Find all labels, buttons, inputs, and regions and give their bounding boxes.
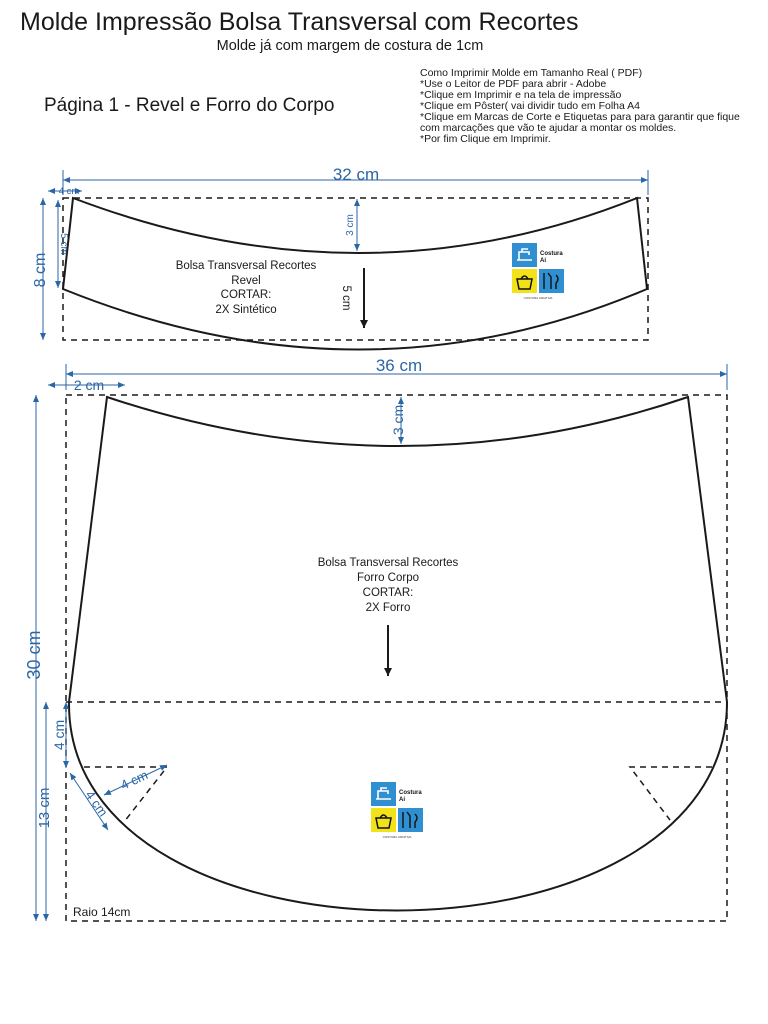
forro-bounding-box [65, 394, 728, 922]
dart-dimension-b [69, 772, 109, 831]
dart-label-a: 4 cm [118, 767, 150, 793]
logo-brand-line2: Aí [540, 258, 546, 264]
logo-brand-line2: Aí [399, 797, 405, 803]
forro-curve-label: 3 cm [390, 405, 406, 435]
forro-radius-label: Raio 14cm [73, 905, 130, 919]
revel-outline [61, 196, 649, 351]
instruction-line: *Por fim Clique em Imprimir. [420, 133, 551, 145]
forro-cut-quantity: 2X Forro [366, 602, 411, 614]
dart-label-b: 4 cm [82, 788, 110, 820]
logo-tagline: COSTURA CRIATIVA [383, 835, 412, 839]
logo-tagline: COSTURA CRIATIVA [524, 296, 553, 300]
forro-piece: 4 cm 4 cm 36 cm 2 cm 30 cm 13 cm 4 cm 3 … [24, 356, 729, 922]
page-title: Molde Impressão Bolsa Transversal com Re… [20, 8, 579, 36]
forro-width-label: 36 cm [376, 356, 422, 375]
revel-height-label: 8 cm [32, 253, 49, 288]
instruction-line: *Clique em Marcas de Corte e Etiquetas p… [420, 111, 740, 134]
forro-right-dart [628, 766, 712, 821]
instruction-line: *Use o Leitor de PDF para abrir - Adobe [420, 78, 607, 90]
revel-piece-name: Bolsa Transversal Recortes [176, 260, 317, 272]
logo-brand-line1: Costura [540, 251, 563, 257]
print-instructions: Como Imprimir Molde em Tamanho Real ( PD… [420, 68, 750, 145]
forro-corner-label: 4 cm [51, 720, 67, 750]
forro-height-label: 30 cm [24, 630, 44, 679]
revel-width-label: 32 cm [333, 165, 379, 184]
revel-inset-label: 4 cm [59, 186, 80, 197]
forro-piece-name: Bolsa Transversal Recortes [318, 557, 459, 569]
instruction-line: Como Imprimir Molde em Tamanho Real ( PD… [420, 67, 643, 79]
revel-piece-type: Revel [231, 275, 260, 287]
instruction-line: *Clique em Imprimir e na tela de impress… [420, 89, 622, 101]
page-subtitle: Molde já com margem de costura de 1cm [216, 38, 484, 54]
revel-curve-label: 3 cm [345, 214, 356, 236]
costura-ai-logo: Costura Aí COSTURA CRIATIVA [511, 242, 565, 300]
revel-cut-label: CORTAR: [221, 289, 272, 301]
forro-outline [67, 395, 729, 912]
page-label: Página 1 - Revel e Forro do Corpo [44, 95, 335, 116]
revel-piece: 32 cm 4 cm 8 cm 5 cm 3 cm 5 cm Bolsa Tra… [32, 165, 649, 351]
revel-grain-label: 5 cm [340, 286, 352, 311]
dart-dimension-a [103, 764, 168, 796]
revel-cut-quantity: 2X Sintético [215, 304, 276, 316]
forro-lower-label: 13 cm [36, 788, 53, 829]
logo-brand-line1: Costura [399, 790, 422, 796]
costura-ai-logo: Costura Aí COSTURA CRIATIVA [370, 781, 424, 839]
instruction-line: *Clique em Pôster( vai dividir tudo em F… [420, 100, 641, 112]
forro-piece-type: Forro Corpo [357, 572, 419, 584]
forro-cut-label: CORTAR: [363, 587, 414, 599]
revel-side-label: 5 cm [58, 233, 69, 255]
forro-inset-label: 2 cm [74, 377, 104, 393]
